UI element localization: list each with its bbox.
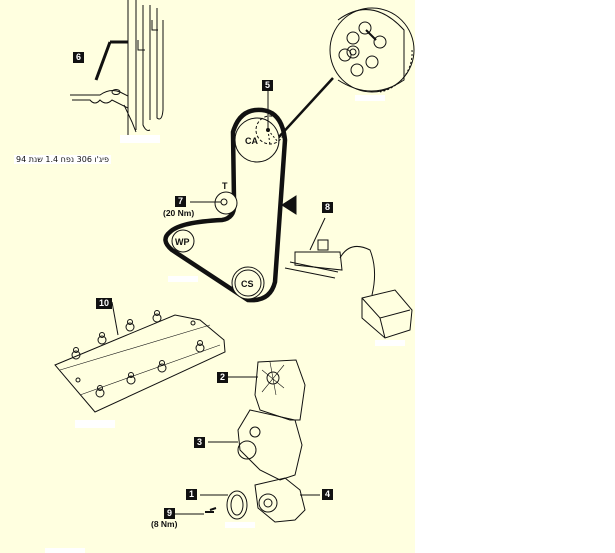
cylinder-head-cover-drawing [54,301,226,413]
callout-3: 3 [194,437,206,448]
water-pump-label: WP [175,237,190,247]
lower-timing-cover-drawing [254,477,320,523]
sprocket-detail [277,7,415,139]
callout-6: 6 [73,52,85,63]
crankshaft-label: CS [241,279,254,289]
mask-tag [168,276,198,282]
callout-7: 7 [175,196,187,207]
mask-tag [45,548,85,553]
pulley-bolt-torque: (8 Nm) [151,519,178,529]
middle-timing-cover-drawing [208,409,303,481]
callout-4: 4 [322,489,334,500]
tensioner-label: T [222,181,228,191]
mask-tag [355,95,385,101]
tension-gauge-drawing [284,217,413,339]
caption-text: פיג'ו 306 נפח 1.4 שנת 94 [14,155,111,164]
locking-pin-detail [70,0,164,135]
callout-1: 1 [186,489,198,500]
camshaft-label: CA [245,136,258,146]
crankshaft-pulley-drawing [175,490,248,520]
mask-tag [375,340,405,346]
crankshaft-sprocket [231,266,265,300]
water-pump-pulley [171,229,195,253]
mask-tag [75,420,115,428]
upper-timing-cover-drawing [228,359,306,421]
callout-9: 9 [164,508,176,519]
callout-10: 10 [96,298,113,309]
callout-8: 8 [322,202,334,213]
tensioner-pulley [214,191,238,215]
diagram-canvas [0,0,415,553]
callout-2: 2 [217,372,229,383]
timing-mark-circle [255,115,285,145]
mask-tag [120,135,160,143]
timing-belt-diagram: CA T WP CS [54,0,415,523]
timing-belt [163,107,288,303]
tensioner-torque: (20 Nm) [163,208,195,218]
mask-tag [225,522,255,528]
callout-5: 5 [262,80,274,91]
rotation-arrow-icon [281,195,297,215]
